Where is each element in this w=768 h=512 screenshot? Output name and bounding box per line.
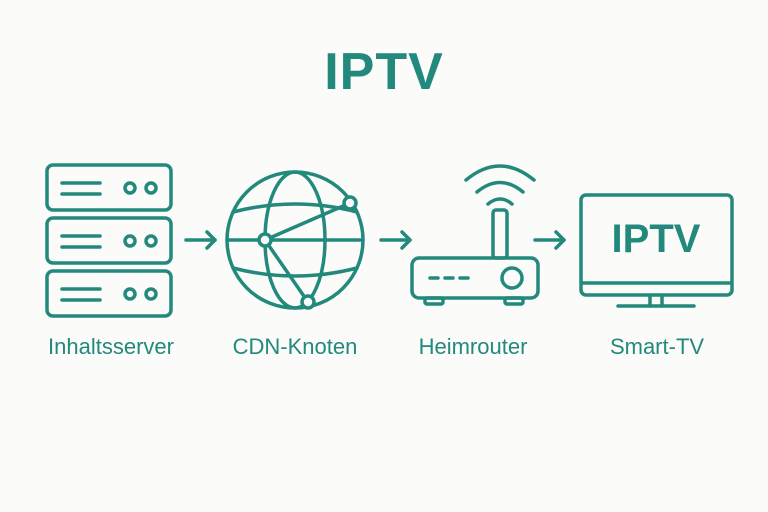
label-inhaltsserver: Inhaltsserver [48, 334, 174, 359]
arrow-router-to-tv [533, 230, 566, 250]
wifi-router-icon [410, 164, 540, 306]
tv-screen-text: IPTV [612, 217, 701, 261]
globe-network-icon [225, 170, 365, 310]
arrow-server-to-cdn [184, 230, 217, 250]
diagram-title: IPTV [324, 43, 444, 101]
arrow-cdn-to-router [379, 230, 412, 250]
server-rack-icon [45, 163, 173, 318]
television-icon [579, 193, 734, 308]
label-heimrouter: Heimrouter [418, 334, 528, 359]
label-smart-tv: Smart-TV [609, 334, 705, 359]
label-cdn-knoten: CDN-Knoten [232, 334, 358, 359]
